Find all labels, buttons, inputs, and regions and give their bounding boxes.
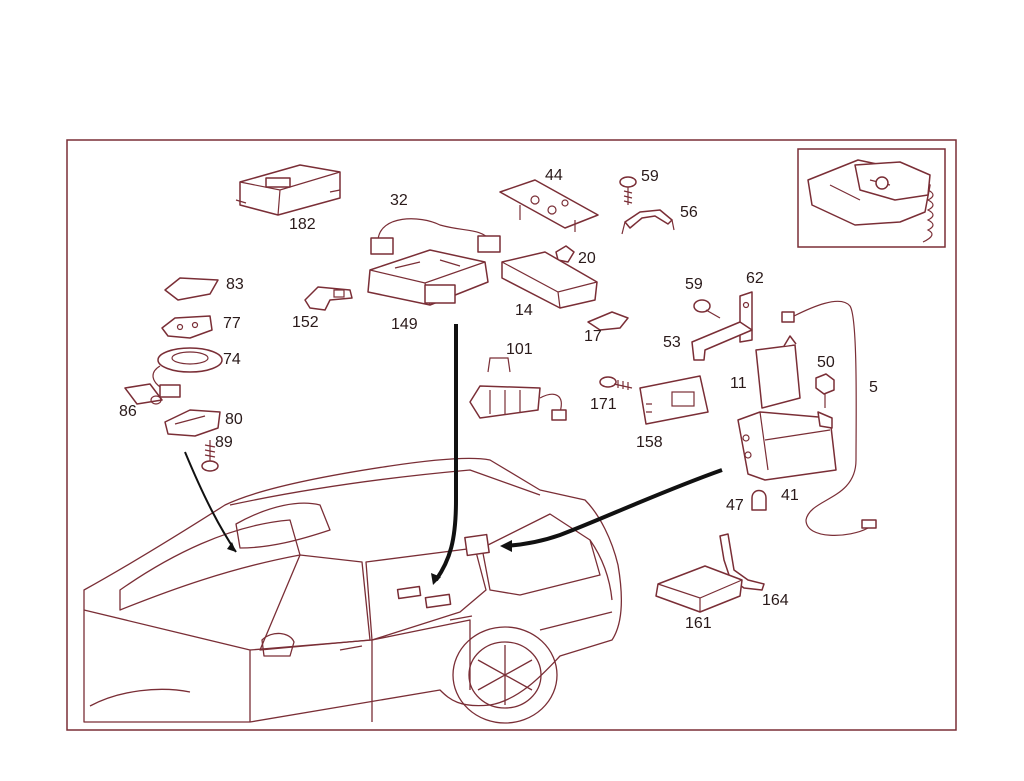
part-53-bracket xyxy=(691,321,753,361)
part-44-bracket xyxy=(499,179,599,232)
label-11: 11 xyxy=(730,375,747,392)
label-89: 89 xyxy=(215,434,233,451)
label-86: 86 xyxy=(119,403,137,420)
label-149: 149 xyxy=(391,316,418,333)
label-47: 47 xyxy=(726,497,744,514)
label-17: 17 xyxy=(584,328,602,345)
label-53: 53 xyxy=(663,334,681,351)
part-83-plate xyxy=(164,277,219,301)
pointer-arrows xyxy=(184,324,723,585)
label-77: 77 xyxy=(223,315,241,332)
label-171: 171 xyxy=(590,396,617,413)
label-41: 41 xyxy=(781,487,799,504)
label-80: 80 xyxy=(225,411,243,428)
label-56: 56 xyxy=(680,204,698,221)
label-101: 101 xyxy=(506,341,533,358)
label-20: 20 xyxy=(578,250,596,267)
part-101-holder xyxy=(469,357,567,421)
part-77-gasket xyxy=(161,315,213,339)
part-80-lens xyxy=(164,409,221,437)
label-44: 44 xyxy=(545,167,563,184)
inset-handset xyxy=(797,148,946,248)
part-149-module xyxy=(367,218,501,306)
part-47-cap xyxy=(751,489,767,511)
label-164: 164 xyxy=(762,592,789,609)
label-5: 5 xyxy=(869,379,878,396)
part-158-module xyxy=(639,375,709,425)
diagram-frame xyxy=(66,139,957,731)
label-158: 158 xyxy=(636,434,663,451)
part-5-cable xyxy=(781,300,877,536)
label-74: 74 xyxy=(223,351,241,368)
part-59-screw-right xyxy=(693,299,721,319)
label-59-top: 59 xyxy=(641,168,659,185)
label-152: 152 xyxy=(292,314,319,331)
part-74-lamp xyxy=(152,347,223,398)
part-14-module xyxy=(501,251,598,309)
part-171-screw xyxy=(599,376,633,390)
label-83: 83 xyxy=(226,276,244,293)
car-illustration xyxy=(83,457,622,724)
label-50: 50 xyxy=(817,354,835,371)
part-11-module xyxy=(755,335,801,409)
part-59-screw xyxy=(619,176,637,205)
part-161-module xyxy=(655,565,743,613)
part-152-bracket xyxy=(304,286,353,311)
part-182-control-unit xyxy=(235,164,341,216)
part-86-bulb xyxy=(124,383,163,405)
part-50-nut xyxy=(815,373,835,408)
label-14: 14 xyxy=(515,302,533,319)
callout-labels: 182 32 44 59 56 20 83 152 149 14 77 17 5… xyxy=(119,167,878,632)
label-59-right: 59 xyxy=(685,276,703,293)
label-161: 161 xyxy=(685,615,712,632)
part-17-clip xyxy=(587,311,629,331)
label-32: 32 xyxy=(390,192,408,209)
part-41-bracket xyxy=(737,411,837,481)
part-89-screw xyxy=(201,440,219,472)
part-56-bracket xyxy=(621,209,675,235)
label-62: 62 xyxy=(746,270,764,287)
label-182: 182 xyxy=(289,216,316,233)
